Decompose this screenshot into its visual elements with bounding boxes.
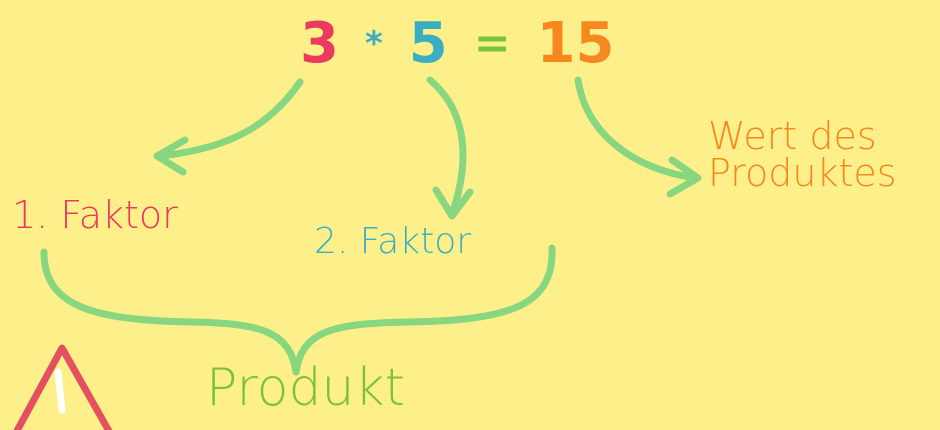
arrowhead-value-icon: [666, 156, 702, 198]
equals-sign: =: [473, 18, 511, 69]
arrowhead-factor2-icon: [432, 186, 474, 220]
arrowhead-factor1-icon: [153, 136, 189, 176]
factor-b: 5: [408, 11, 448, 76]
arrow-to-factor2-icon: [426, 76, 467, 218]
label-product-value: Wert des Produktes: [708, 114, 897, 196]
equation: 3 * 5 = 15: [300, 14, 615, 74]
arrow-to-factor1-icon: [156, 78, 304, 160]
multiply-sign: *: [364, 24, 383, 64]
label-product-value-line1: Wert des: [708, 114, 877, 158]
result: 15: [536, 11, 615, 76]
label-factor2: 2. Faktor: [314, 221, 472, 262]
label-product-value-line2: Produktes: [708, 151, 897, 196]
label-factor1: 1. Faktor: [12, 193, 178, 237]
arrow-to-value-icon: [574, 76, 699, 182]
factor-a: 3: [300, 11, 339, 76]
warning-triangle-icon: [13, 344, 113, 430]
label-product: Produkt: [206, 358, 405, 418]
curly-brace-icon: [40, 244, 556, 376]
